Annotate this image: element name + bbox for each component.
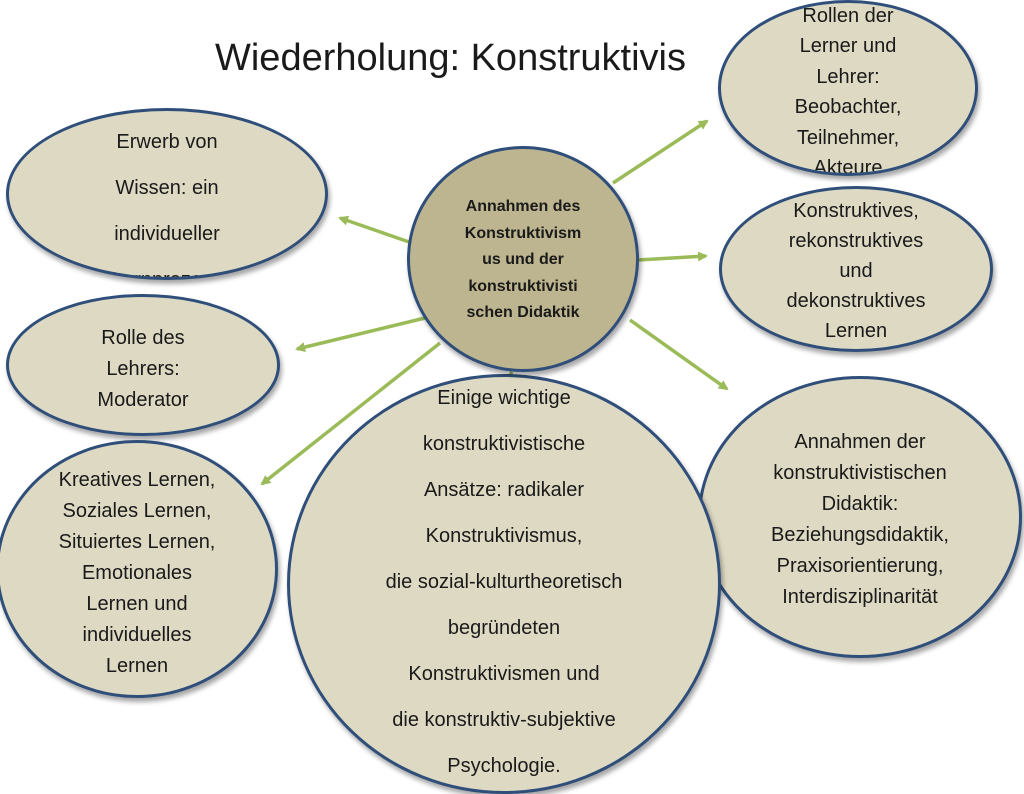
bubble-line: Rollen der [802, 5, 894, 27]
bubble-line: Lernen [105, 655, 169, 677]
bubble-line: Erwerb von [116, 131, 218, 153]
bubble-line: Moderator [97, 389, 189, 411]
bubble-line: Wissen: ein [115, 177, 219, 199]
bubble-line: dekonstruktives [786, 290, 926, 312]
bubble-rollen-lerner-lehrer: Rollen der Lerner und Lehrer: Beobachter… [718, 0, 978, 176]
bubble-line: begründeten [447, 617, 561, 639]
bubble-line: Beziehungsdidaktik, [771, 524, 949, 546]
bubble-line: konstruktivisti [468, 277, 578, 295]
bubble-line: Emotionales [81, 562, 193, 584]
bubble-center-annahmen: Annahmen des Konstruktivism us und der k… [407, 146, 639, 372]
bubble-line: Annahmen des [465, 198, 581, 215]
bubble-line: schen Didaktik [466, 304, 580, 321]
bubble-line: die sozial-kulturtheoretisch [385, 571, 623, 593]
bubble-line: die konstruktiv-subjektive [392, 709, 616, 731]
bubble-line: Lernen und [86, 593, 188, 615]
arrow-to-rolle-lehrer [295, 316, 426, 352]
bubble-line: Situiertes Lernen, [58, 531, 216, 553]
bubble-erwerb-von-wissen: Erwerb von Wissen: ein individueller Ler… [6, 108, 328, 280]
bubble-line: Praxisorientierung, [776, 555, 944, 577]
bubble-konstruktives-lernen: Konstruktives, rekonstruktives und dekon… [719, 186, 993, 352]
bubble-line: Kreatives Lernen, [58, 469, 216, 491]
bubble-line: Lernprozess [111, 269, 223, 280]
arrow-to-konstruktives [637, 251, 708, 262]
bubble-line: Lehrers: [106, 358, 180, 380]
bubble-line: Annahmen der [794, 431, 926, 453]
bubble-line: Interdisziplinarität [782, 586, 938, 608]
bubble-line: Soziales Lernen, [62, 500, 212, 522]
bubble-line: Lehrer: [816, 66, 880, 88]
bubble-annahmen-didaktik: Annahmen der konstruktivistischen Didakt… [698, 376, 1022, 658]
bubble-line: individueller [114, 223, 220, 245]
bubble-line: und [839, 260, 873, 282]
slide-title: Wiederholung: Konstruktivis [215, 37, 686, 79]
bubble-line: konstruktivistischen [773, 462, 947, 484]
bubble-line: Psychologie. [447, 755, 561, 777]
bubble-line: Lerner und [799, 35, 897, 57]
bubble-rolle-des-lehrers: Rolle des Lehrers: Moderator [6, 294, 280, 436]
bubble-line: Einige wichtige [437, 387, 571, 409]
bubble-wichtige-ansaetze: Einige wichtige konstruktivistische Ansä… [287, 374, 721, 794]
arrow-to-erwerb [338, 215, 413, 245]
bubble-line: individuelles [82, 624, 192, 646]
bubble-line: Akteure [813, 157, 883, 176]
bubble-line: Konstruktives, [793, 200, 919, 222]
arrow-to-rollen [612, 119, 709, 185]
bubble-line: Konstruktivismen und [408, 663, 600, 685]
bubble-line: Konstruktivism [464, 224, 582, 242]
arrow-to-kreatives [260, 341, 442, 486]
bubble-line: Konstruktivismus, [425, 525, 583, 547]
connector-arrows [260, 119, 729, 486]
arrow-to-annahmen-didaktik [628, 318, 729, 391]
bubble-line: Didaktik: [821, 493, 899, 515]
bubble-line: Beobachter, [794, 96, 902, 118]
bubble-line: Rolle des [101, 327, 185, 349]
bubble-kreatives-lernen: Kreatives Lernen, Soziales Lernen, Situi… [0, 440, 278, 698]
bubble-line: us und der [482, 251, 564, 268]
bubble-line: Ansätze: radikaler [423, 479, 585, 501]
bubble-line: rekonstruktives [788, 230, 924, 252]
bubble-line: Teilnehmer, [796, 127, 900, 149]
bubble-line: konstruktivistische [422, 433, 586, 455]
bubble-line: Lernen [824, 320, 888, 342]
